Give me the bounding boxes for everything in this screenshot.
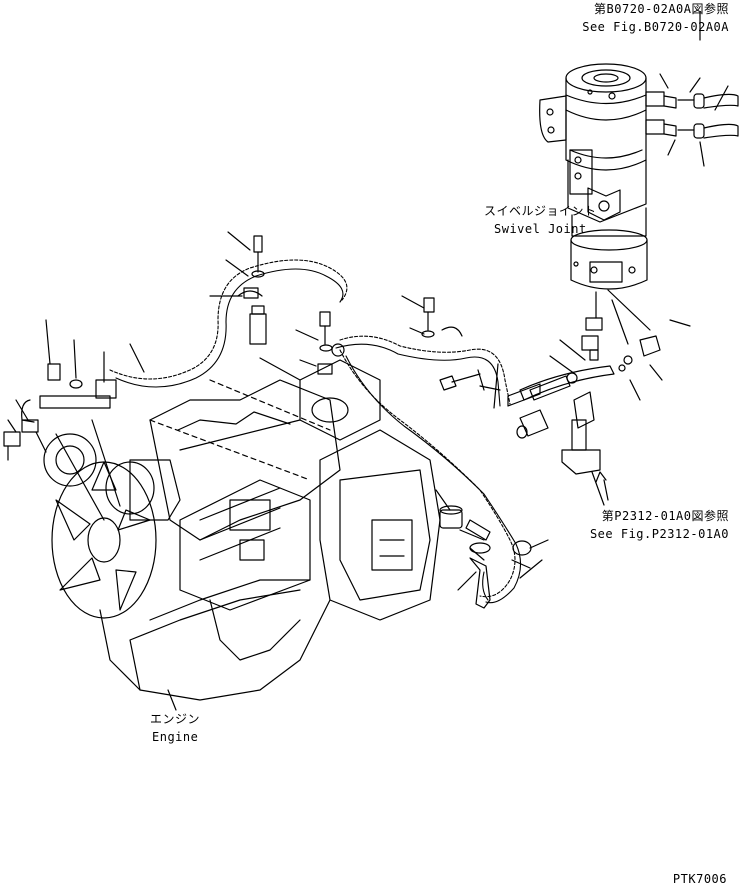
hose-fittings-top-right bbox=[659, 73, 739, 167]
swivel-joint-drawing bbox=[539, 63, 677, 290]
right-hose-assembly bbox=[479, 365, 615, 506]
engine-label-en: Engine bbox=[152, 730, 199, 744]
ref-bottom-right-jp: 第P2312-01A0図参照 bbox=[601, 509, 729, 523]
ref-top-right-jp: 第B0720-02A0A図参照 bbox=[594, 2, 729, 16]
left-fittings bbox=[3, 319, 145, 461]
drawing-code: PTK7006 bbox=[672, 872, 727, 886]
harness-clamps bbox=[209, 231, 463, 381]
wire-harness bbox=[109, 259, 522, 604]
engine-label-jp: エンジン bbox=[150, 712, 201, 726]
engine-drawing bbox=[43, 359, 485, 701]
lower-fittings bbox=[457, 519, 549, 609]
swivel-joint-label-en: Swivel Joint bbox=[494, 222, 587, 236]
swivel-joint-label-jp: スイベルジョイント bbox=[484, 204, 597, 218]
bolt-group-mid bbox=[439, 363, 499, 409]
ref-bottom-right-en: See Fig.P2312-01A0 bbox=[589, 527, 729, 541]
swivel-lower-fittings bbox=[549, 289, 691, 401]
ref-top-right-en: See Fig.B0720-02A0A bbox=[582, 20, 729, 34]
